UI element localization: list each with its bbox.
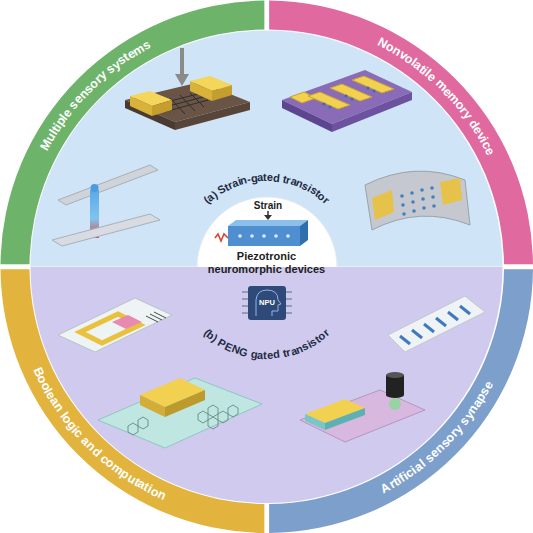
nanowire-dots [322,86,375,108]
electrode [330,84,372,101]
force-label: Strain [254,200,282,211]
nanowire-dots [400,186,436,216]
head-icon [256,290,281,316]
block-top [228,220,308,226]
glyph: g [250,172,258,184]
force-arrowhead [175,74,189,86]
curved-heading: Multiple sensory systems [0,0,267,267]
substrate-side [282,100,332,132]
force-arrow [180,48,184,76]
hexagon-lattice [128,405,238,435]
curved-heading: Nonvolatile memory device [267,0,533,267]
electrode [308,92,350,109]
cantilever-device [52,165,160,246]
light-spot [389,398,401,410]
ring-segment: Multiple sensory systems [0,0,267,267]
flexible-sheet [365,171,470,230]
dipole-dots [238,234,290,238]
electrode [352,76,394,93]
electrode [440,178,462,205]
glyph: a [257,172,264,183]
chip-label: NPU [259,299,275,307]
strain-arrowhead [264,215,272,220]
piezo-block [112,315,142,329]
substrate [300,390,425,442]
synapse-array [388,296,485,352]
card [58,298,172,352]
tip [91,184,99,192]
electrode [152,100,172,116]
strain-transistor [215,211,308,246]
glyph: t [263,350,267,361]
glyph: d [273,172,281,184]
glyph: g [250,349,258,361]
optical-synapse-device [300,372,425,442]
base-beam [52,214,160,246]
light-source-bottom [386,392,404,398]
wire-array [146,312,166,322]
curved-heading: Boolean logic and computation [0,267,267,533]
ring-segment: Artificial sensory synapse [267,267,533,533]
electrode [190,81,212,101]
glyph: e [267,172,274,183]
block-front [228,226,300,246]
glyph: e [267,350,274,361]
sensor-strips [400,306,470,344]
ring-segment: Boolean logic and computation [0,267,267,533]
electrode [130,96,152,116]
layer [325,408,365,430]
electrode [165,390,205,417]
arc-shape [1,269,265,533]
ring-segment: Nonvolatile memory device [267,0,533,267]
strain-sensor-device [125,48,250,130]
flexible-device [365,171,470,230]
panel: (a) Strain-gated transistor [0,0,533,267]
memory-device [282,70,412,132]
glyph: d [273,349,281,361]
array-sheet [388,296,485,352]
arc-shape [269,269,533,533]
curved-heading: (a) Strain-gated transistor [0,0,533,267]
glyph: t [263,172,267,183]
graphene-device [98,378,262,448]
circuit-wire [215,234,228,241]
npu-chip [242,286,292,320]
center-title: Piezotronic neuromorphic devices [203,250,331,276]
electrode [372,190,394,220]
glyph: G [238,346,249,359]
curved-heading: Artificial sensory synapse [267,267,533,533]
cantilever-beam [58,165,158,205]
electrode [140,395,165,417]
electrode [212,85,232,101]
layer [305,414,325,430]
light-source-top [386,372,404,378]
block-side [300,220,308,246]
arc-shape [31,31,503,267]
glyph: a [257,350,264,361]
substrate-side [332,92,412,132]
graphene-sheet [98,378,262,448]
chip-body [248,286,286,320]
logic-device [58,298,172,352]
